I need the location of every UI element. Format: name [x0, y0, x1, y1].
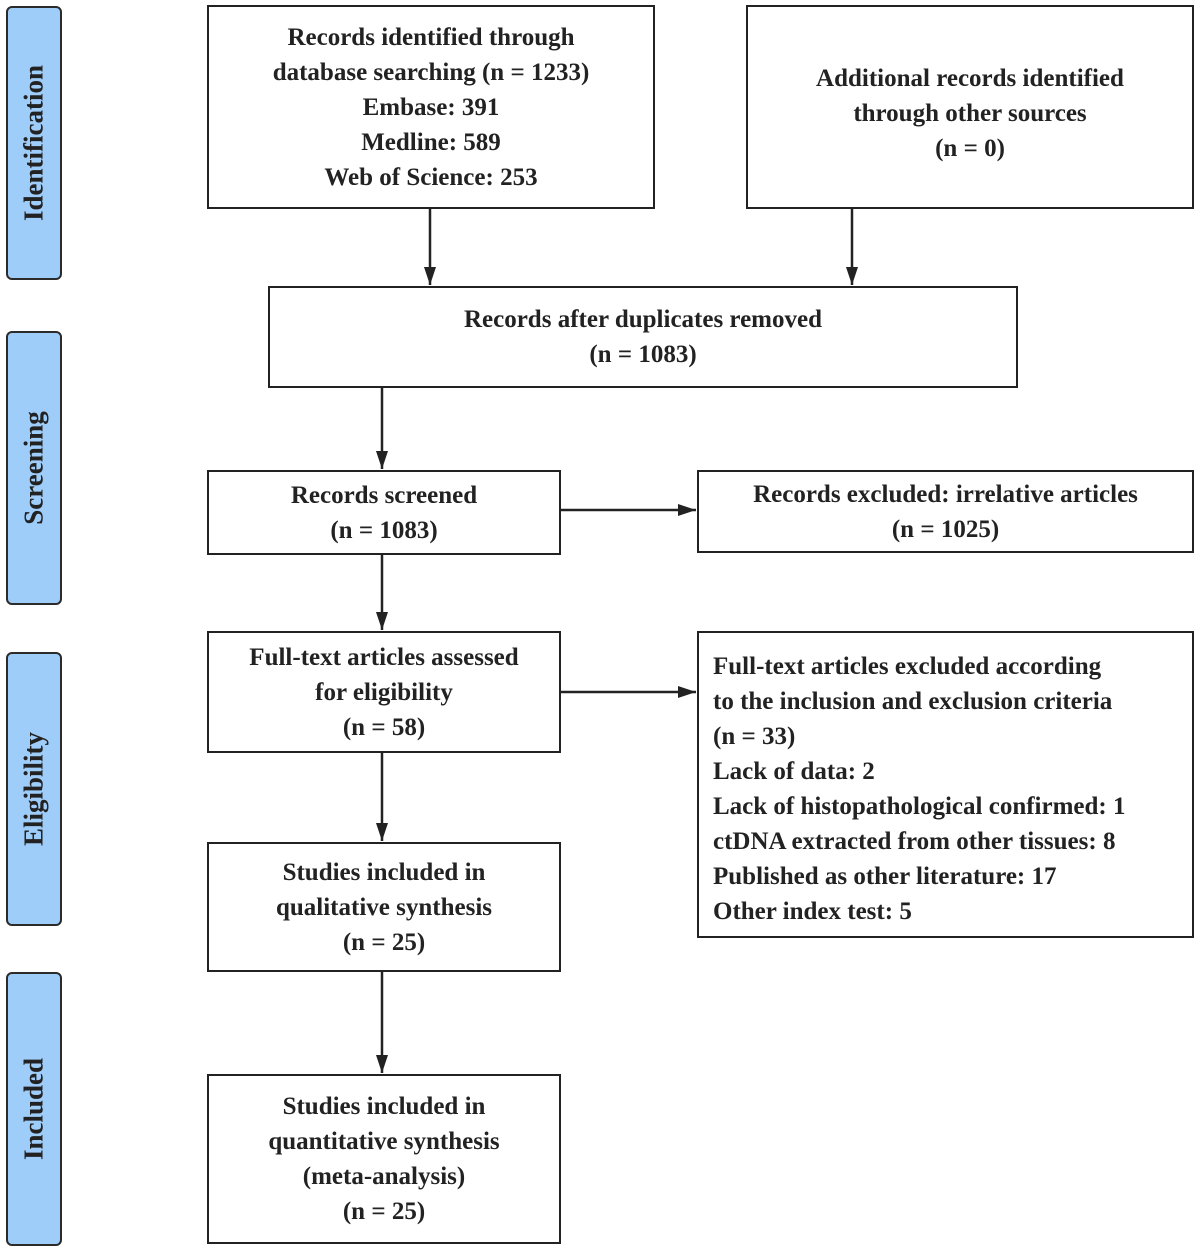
box-line: Full-text articles excluded according [713, 653, 1102, 680]
box-line: through other sources [853, 100, 1087, 127]
box-line: for eligibility [315, 678, 453, 706]
box-line: Records screened [290, 481, 478, 509]
box-line: Other index test: 5 [713, 898, 912, 925]
fulltext-assessed-box: Full-text articles assessed for eligibil… [207, 631, 561, 753]
records-identified-box: Records identified through database sear… [207, 5, 655, 209]
box-line: Full-text articles assessed [249, 643, 519, 671]
box-line: (meta-analysis) [302, 1163, 466, 1190]
box-line: Lack of histopathological confirmed: 1 [713, 793, 1126, 820]
records-excluded-box: Records excluded: irrelative articles (n… [697, 470, 1194, 553]
box-line: Studies included in [282, 858, 486, 886]
arrowhead [376, 1055, 388, 1073]
box-line: Medline: 589 [361, 128, 501, 156]
stage-identification: Identification [6, 6, 62, 280]
arrowhead [376, 612, 388, 630]
box-line: Additional records identified [816, 65, 1124, 92]
arrowhead [376, 823, 388, 841]
box-line: (n = 1083) [589, 341, 697, 368]
additional-records-box: Additional records identified through ot… [746, 5, 1194, 209]
box-line: (n = 25) [342, 928, 426, 956]
box-line: Records excluded: irrelative articles [753, 480, 1138, 508]
arrowhead [376, 451, 388, 469]
box-line: Lack of data: 2 [713, 758, 875, 785]
stage-screening: Screening [6, 331, 62, 605]
qualitative-synthesis-box: Studies included in qualitative synthesi… [207, 842, 561, 972]
box-line: qualitative synthesis [275, 893, 492, 921]
box-line: ctDNA extracted from other tissues: 8 [713, 828, 1116, 855]
box-line: database searching (n = 1233) [272, 58, 590, 86]
box-line: Records identified through [287, 23, 575, 51]
box-line: to the inclusion and exclusion criteria [713, 688, 1113, 715]
arrowhead [678, 686, 696, 698]
box-line: Web of Science: 253 [324, 163, 538, 191]
box-line: quantitative synthesis [268, 1128, 500, 1155]
box-line: (n = 1083) [330, 516, 438, 544]
arrowhead [678, 504, 696, 516]
box-line: (n = 33) [713, 723, 796, 750]
box-line: Embase: 391 [362, 93, 500, 121]
box-line: (n = 0) [935, 135, 1005, 162]
arrowhead [424, 267, 436, 285]
box-line: Studies included in [282, 1093, 486, 1120]
stage-included: Included [6, 972, 62, 1246]
box-line: Records after duplicates removed [463, 306, 823, 333]
arrowhead [846, 267, 858, 285]
fulltext-excluded-box: Full-text articles excluded according to… [697, 631, 1194, 938]
stage-eligibility: Eligibility [6, 652, 62, 926]
quantitative-synthesis-box: Studies included in quantitative synthes… [207, 1074, 561, 1244]
records-screened-box: Records screened (n = 1083) [207, 470, 561, 555]
records-after-duplicates-box: Records after duplicates removed (n = 10… [268, 286, 1018, 388]
box-line: Published as other literature: 17 [713, 863, 1057, 890]
box-line: (n = 58) [342, 713, 426, 741]
box-line: (n = 25) [342, 1198, 426, 1225]
box-line: (n = 1025) [891, 515, 1000, 543]
